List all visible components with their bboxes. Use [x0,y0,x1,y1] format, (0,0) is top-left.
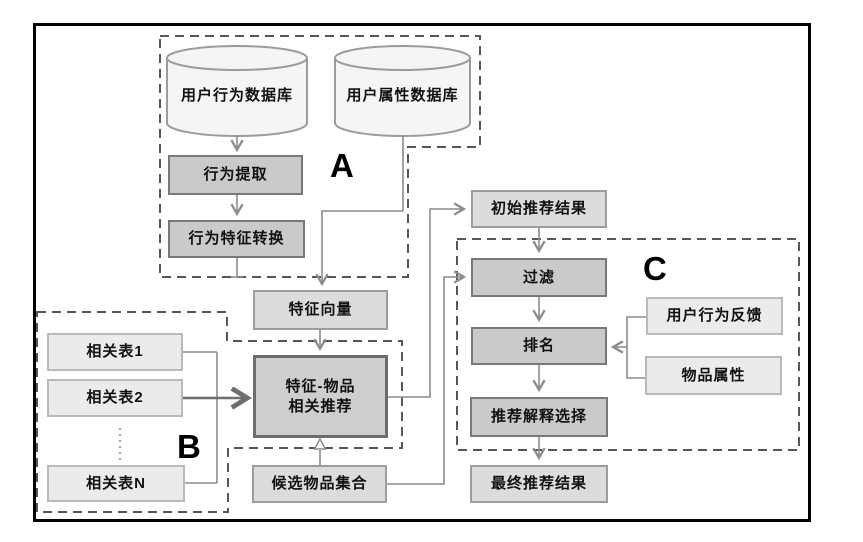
cylinder-user-attribute-db [334,58,471,137]
database-cylinders [166,45,471,137]
section-label-a: A [330,147,354,184]
arrow-candidate-to-filter [387,270,467,485]
cylinder-user-attribute-db-top [334,45,471,71]
node-behavior-transform: 行为特征转换 [168,220,305,258]
node-ranking: 排名 [471,327,607,365]
node-related-table-2: 相关表2 [47,379,183,417]
node-related-table-1-label: 相关表1 [86,343,144,361]
node-explanation-select: 推荐解释选择 [470,397,608,437]
node-candidate-items: 候选物品集合 [252,465,387,503]
cylinder-user-behavior-db-top [166,45,308,71]
node-related-table-2-label: 相关表2 [86,389,144,407]
database-user-attribute-label: 用户属性数据库 [346,86,459,104]
node-feature-item-recommend-label: 特征-物品 相关推荐 [286,377,356,416]
group-c-border [456,238,800,451]
group-b-border [36,311,403,513]
feature-item-line2: 相关推荐 [288,397,353,415]
node-behavior-extract: 行为提取 [168,155,303,195]
node-candidate-items-label: 候选物品集合 [271,475,368,493]
node-feature-item-recommend: 特征-物品 相关推荐 [253,355,388,438]
node-initial-result-label: 初始推荐结果 [490,200,587,218]
node-user-feedback-label: 用户行为反馈 [666,307,763,325]
node-item-attributes: 物品属性 [645,356,782,395]
node-filter-label: 过滤 [522,268,555,286]
node-related-table-n: 相关表N [47,465,185,502]
feature-item-line1: 特征-物品 [285,378,356,395]
node-related-table-1: 相关表1 [47,333,183,371]
node-final-result-label: 最终推荐结果 [490,475,587,493]
open-arrowhead-candidate [313,437,327,450]
node-feature-vector-label: 特征向量 [288,301,353,319]
section-label-b: B [177,428,201,465]
node-user-feedback: 用户行为反馈 [646,297,783,335]
node-behavior-extract-label: 行为提取 [203,166,268,184]
arrow-core-to-initialresult [388,202,467,398]
node-initial-result: 初始推荐结果 [471,190,607,228]
node-behavior-transform-label: 行为特征转换 [188,230,285,248]
node-filter: 过滤 [471,258,607,297]
database-user-behavior-label: 用户行为数据库 [180,86,293,104]
node-final-result: 最终推荐结果 [470,465,608,503]
node-item-attributes-label: 物品属性 [681,366,746,384]
section-label-c: C [643,250,667,287]
node-explanation-select-label: 推荐解释选择 [490,408,587,426]
node-ranking-label: 排名 [522,337,555,355]
line-feedback-bracket [626,316,646,379]
outer-frame [33,23,811,522]
connectors [183,136,646,485]
group-a-border [159,35,481,278]
dashed-group-borders [36,35,800,513]
arrow-attributedb-to-featurevector [315,136,404,287]
node-related-table-n-label: 相关表N [86,474,146,492]
node-feature-vector: 特征向量 [253,290,388,330]
